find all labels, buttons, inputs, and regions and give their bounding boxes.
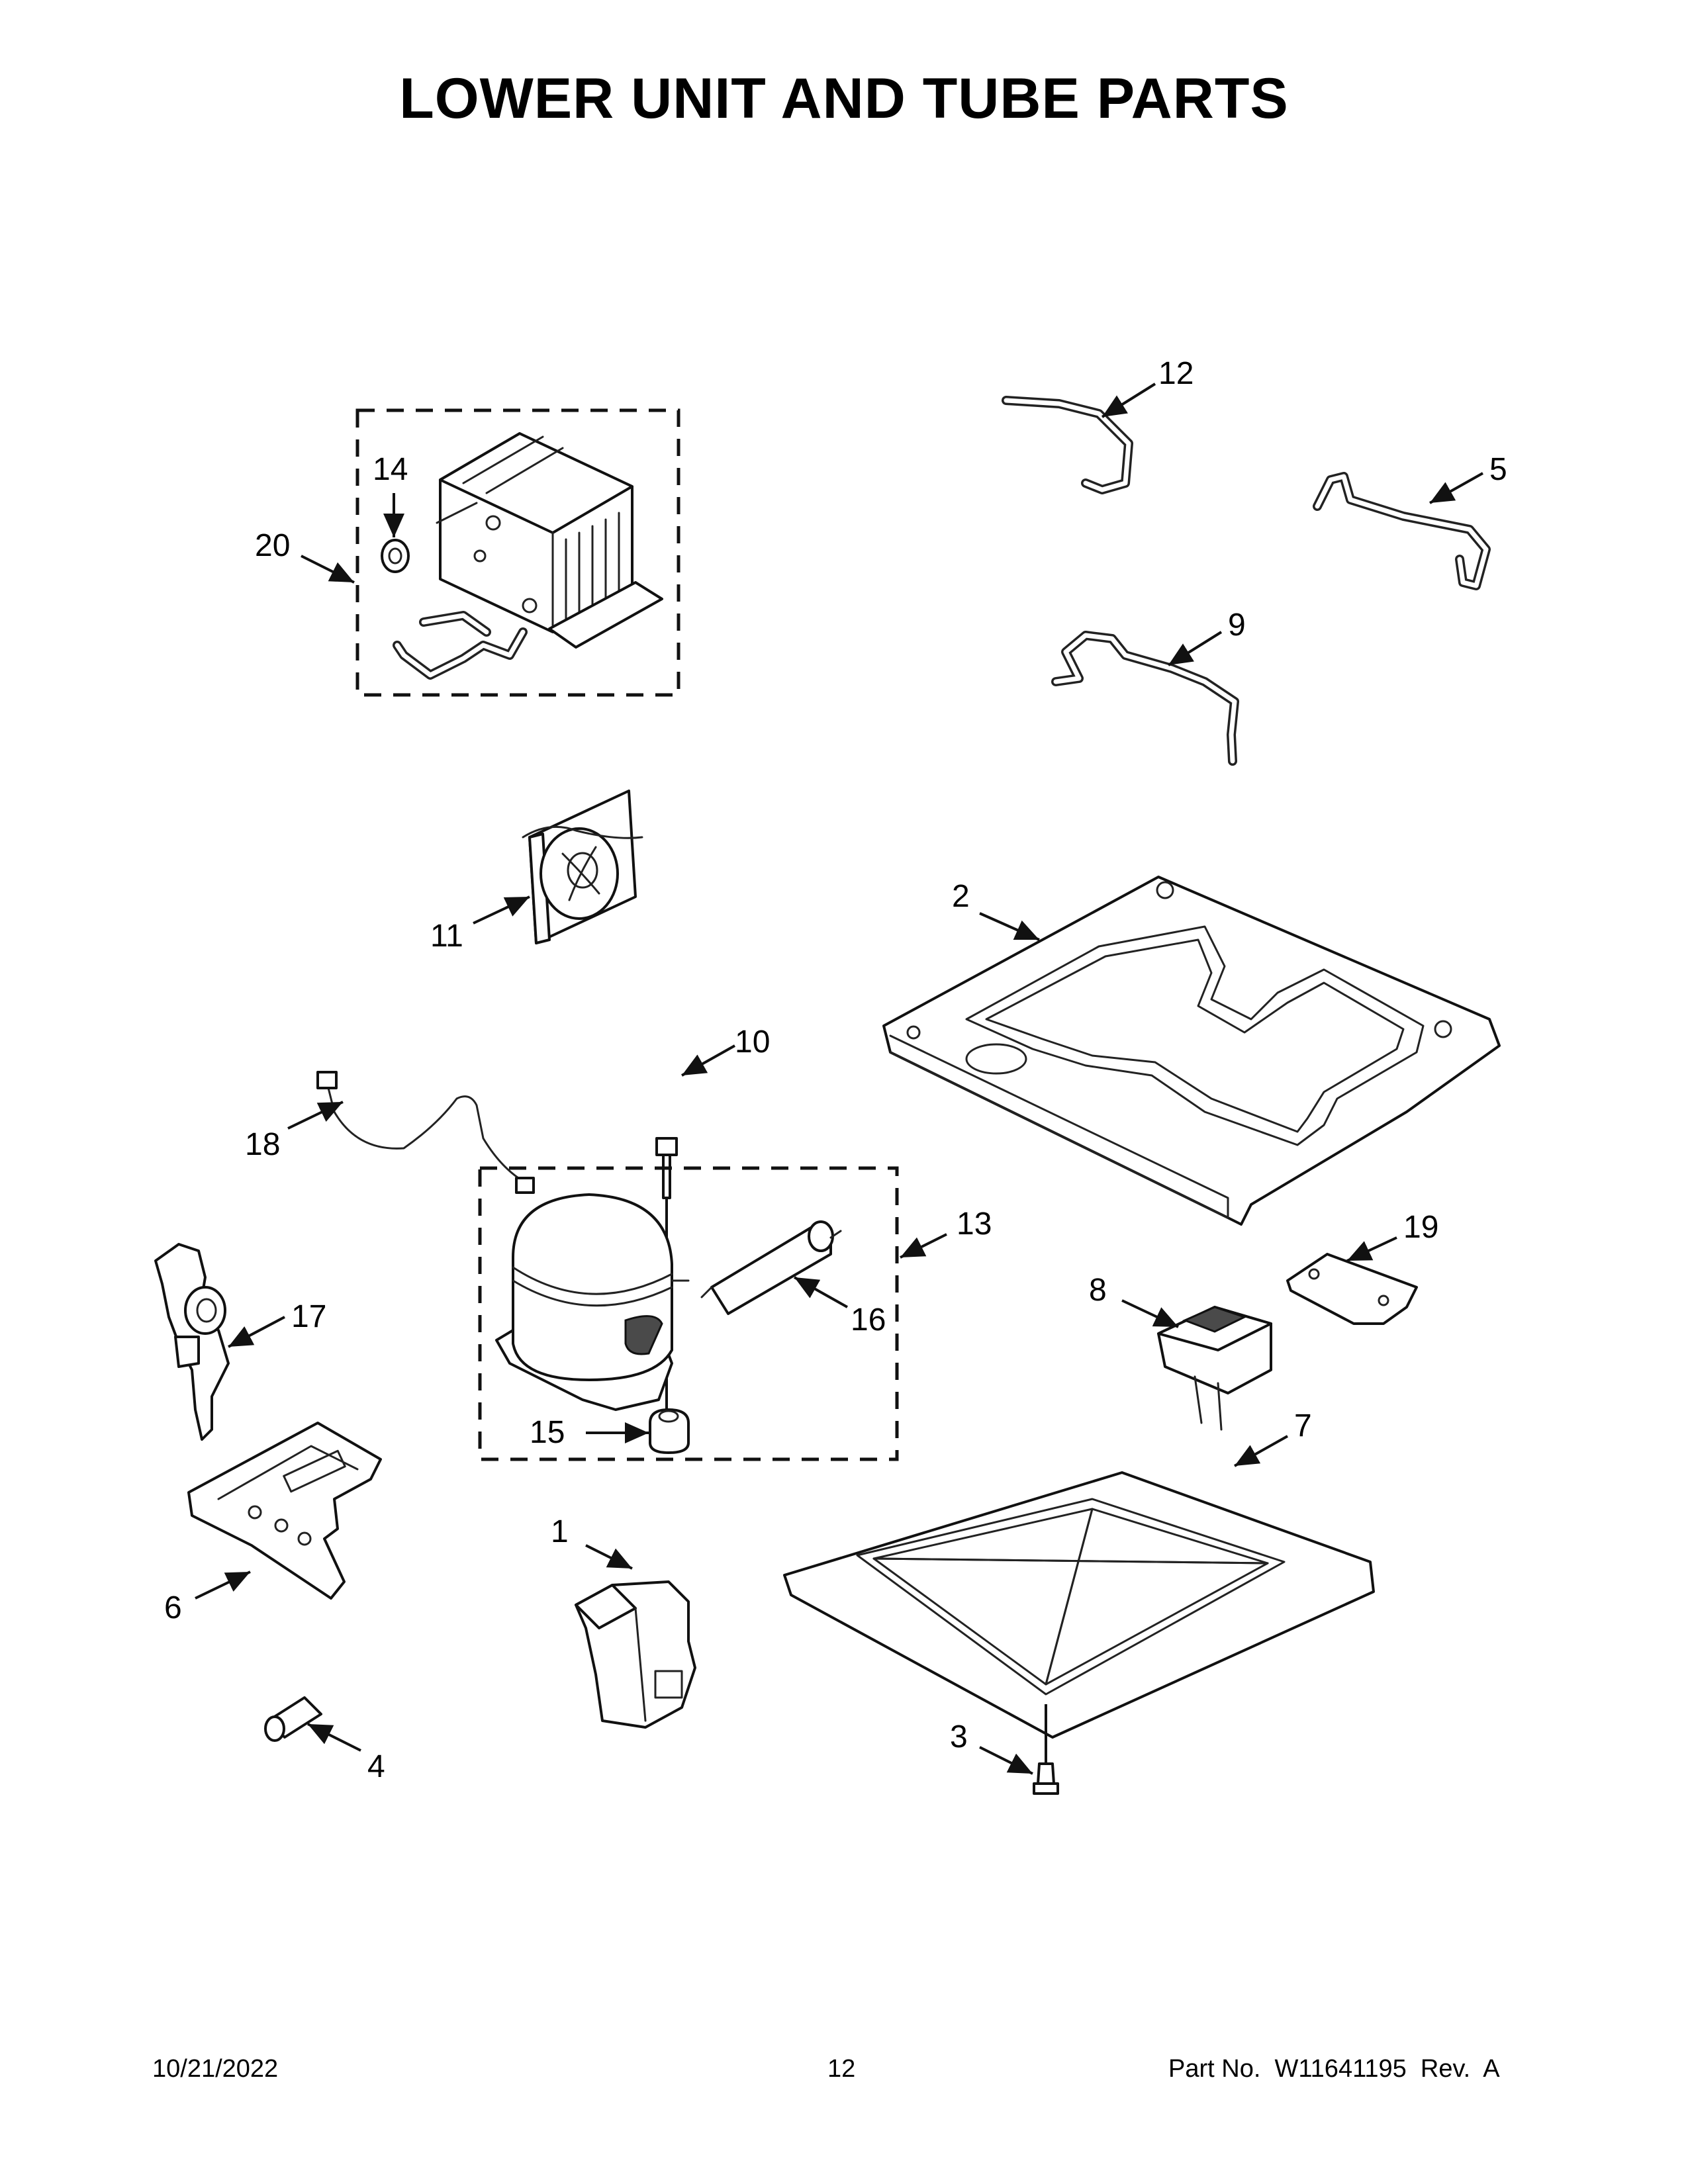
wire-harness-illustration xyxy=(316,1071,535,1194)
tube-12-illustration xyxy=(1002,396,1133,494)
base-pan-illustration xyxy=(882,876,1501,1226)
page-title: LOWER UNIT AND TUBE PARTS xyxy=(399,67,1289,130)
filter-drier-illustration xyxy=(700,1220,842,1315)
callout-14: 14 xyxy=(373,452,408,487)
grommet-15-illustration xyxy=(649,1408,690,1454)
part-1-illustration xyxy=(575,1580,696,1729)
leader-lines xyxy=(195,383,1483,1775)
part-19-illustration xyxy=(1286,1253,1418,1325)
callout-19: 19 xyxy=(1403,1210,1438,1245)
callout-12: 12 xyxy=(1158,356,1194,391)
tube-9-illustration xyxy=(1051,631,1239,766)
callout-17: 17 xyxy=(291,1299,326,1334)
callout-15: 15 xyxy=(530,1415,565,1450)
callout-6: 6 xyxy=(164,1590,182,1625)
footer-date: 10/21/2022 xyxy=(152,2055,279,2083)
callout-13: 13 xyxy=(957,1206,992,1242)
condenser-assembly-illustration xyxy=(381,432,663,680)
callout-16: 16 xyxy=(851,1302,886,1338)
footer-part-number: Part No. W11641195 Rev. A xyxy=(1168,2055,1500,2083)
callout-1: 1 xyxy=(551,1514,569,1549)
footer-page-number: 12 xyxy=(827,2055,856,2083)
drain-tube-illustration xyxy=(154,1243,230,1441)
callout-18: 18 xyxy=(245,1127,280,1162)
tube-5-illustration xyxy=(1313,472,1491,590)
callout-20: 20 xyxy=(255,528,290,563)
part-8-illustration xyxy=(1157,1306,1272,1431)
callout-5: 5 xyxy=(1489,452,1507,487)
screw-3-illustration xyxy=(1033,1704,1059,1795)
cover-7-illustration xyxy=(783,1471,1375,1739)
callout-3: 3 xyxy=(950,1719,968,1754)
assembly-13-boundary xyxy=(478,1166,899,1461)
callout-8: 8 xyxy=(1089,1273,1107,1308)
callout-4: 4 xyxy=(367,1749,385,1784)
callout-10: 10 xyxy=(735,1024,770,1060)
bracket-6-illustration xyxy=(187,1422,382,1600)
compressor-illustration xyxy=(495,1193,690,1411)
assembly-20-boundary xyxy=(355,408,680,697)
callout-11: 11 xyxy=(430,919,463,954)
sleeve-4-illustration xyxy=(264,1696,322,1742)
callout-9: 9 xyxy=(1228,608,1246,643)
condenser-fan-illustration xyxy=(522,790,643,944)
callout-7: 7 xyxy=(1294,1408,1312,1443)
callout-2: 2 xyxy=(952,879,970,914)
